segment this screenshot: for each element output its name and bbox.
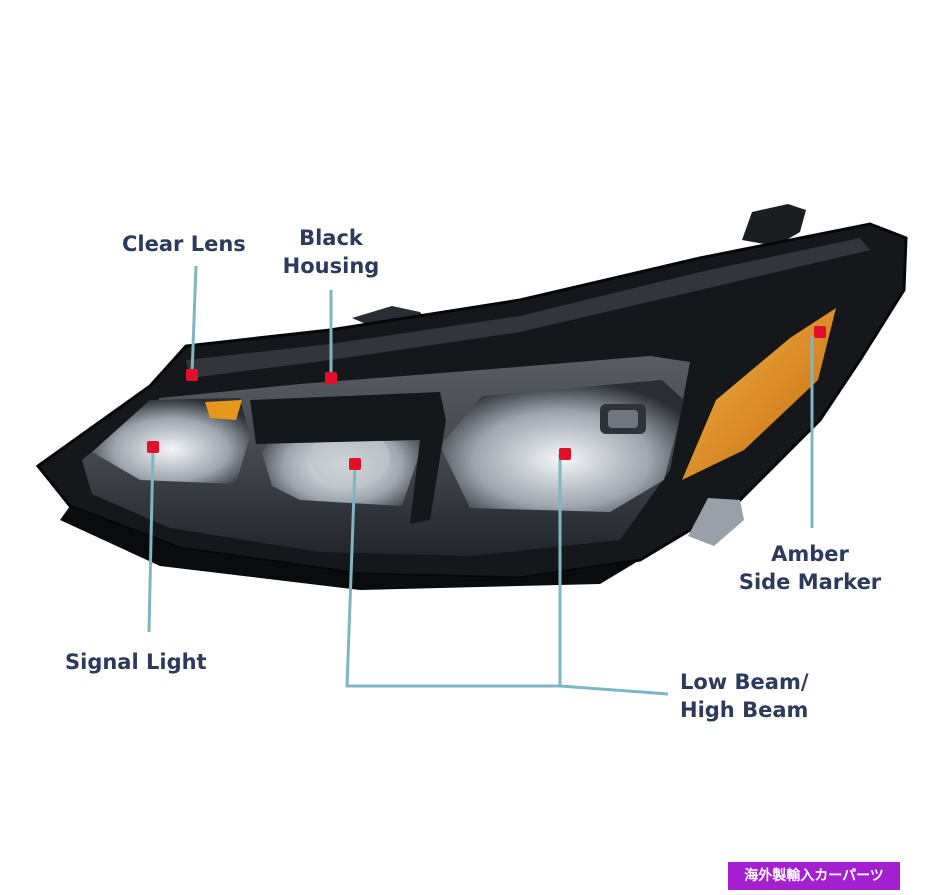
label-beam-line1: Low Beam/ (680, 670, 809, 694)
callout-line-beam (345, 454, 562, 688)
callout-dots (147, 326, 826, 470)
label-signal-light: Signal Light (65, 650, 207, 674)
shop-badge: 海外製輸入カーパーツ (728, 862, 900, 890)
callout-dot (325, 372, 337, 384)
label-amber-side-marker: Amber Side Marker (726, 540, 894, 596)
callout-dot (186, 369, 198, 381)
label-black-housing-line1: Black (299, 226, 363, 250)
callout-line-signal (147, 447, 155, 633)
label-low-high-beam: Low Beam/ High Beam (680, 668, 809, 724)
callout-line-beam-to-label (559, 684, 669, 696)
headlight-image (35, 204, 908, 590)
label-clear-lens: Clear Lens (122, 232, 246, 256)
callout-line-clear-lens (190, 265, 198, 375)
callout-dot (814, 326, 826, 338)
callout-dot (559, 448, 571, 460)
label-black-housing: Black Housing (272, 224, 390, 280)
callout-dot (349, 458, 361, 470)
label-amber-line2: Side Marker (738, 570, 882, 594)
label-black-housing-line2: Housing (282, 254, 380, 278)
callout-lines (147, 265, 814, 696)
label-amber-line1: Amber (771, 542, 849, 566)
callout-dot (147, 441, 159, 453)
label-beam-line2: High Beam (680, 698, 809, 722)
